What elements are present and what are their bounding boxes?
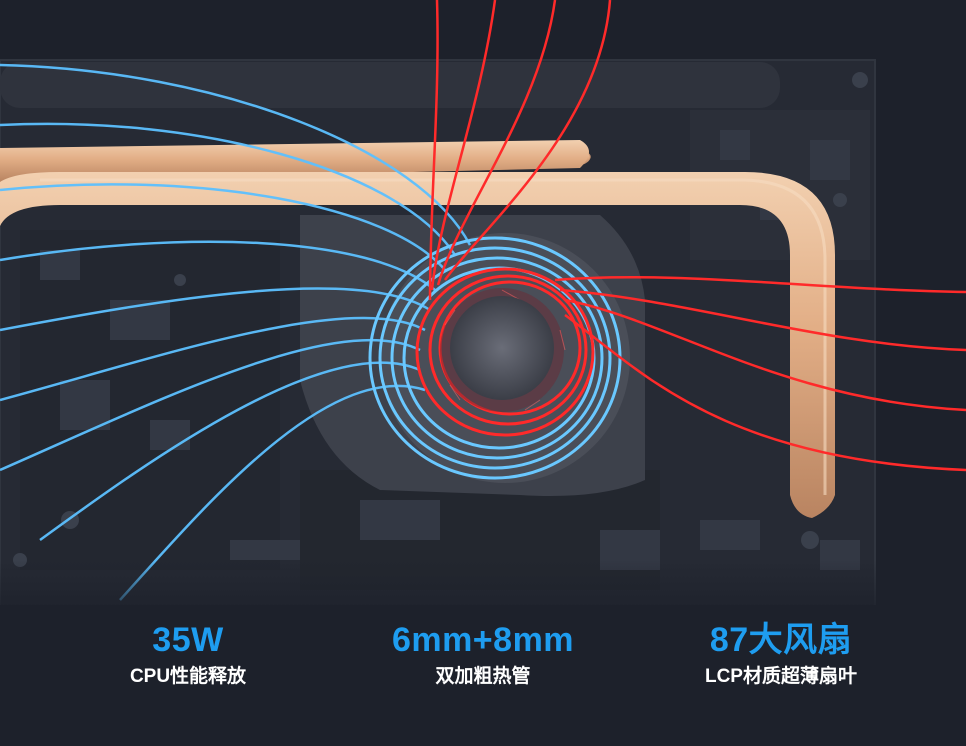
spec-cpu-power-label: CPU性能释放	[129, 666, 247, 687]
spec-cpu-power-value: 35W	[152, 621, 224, 659]
spec-fan-value: 87大风扇	[709, 621, 853, 659]
spec-cpu-power: 35W CPU性能释放	[58, 618, 318, 690]
spec-fan-label: LCP材质超薄扇叶	[704, 666, 857, 687]
fan-hub	[440, 288, 566, 412]
spec-fan: 87大风扇 LCP材质超薄扇叶	[651, 618, 911, 690]
hot-airflow-lines	[428, 0, 966, 472]
spec-heat-pipes-value: 6mm+8mm	[391, 621, 575, 659]
spec-heat-pipes: 6mm+8mm 双加粗热管	[353, 618, 613, 690]
spec-heat-pipes-label: 双加粗热管	[435, 666, 531, 687]
hot-air-rings	[415, 267, 595, 437]
